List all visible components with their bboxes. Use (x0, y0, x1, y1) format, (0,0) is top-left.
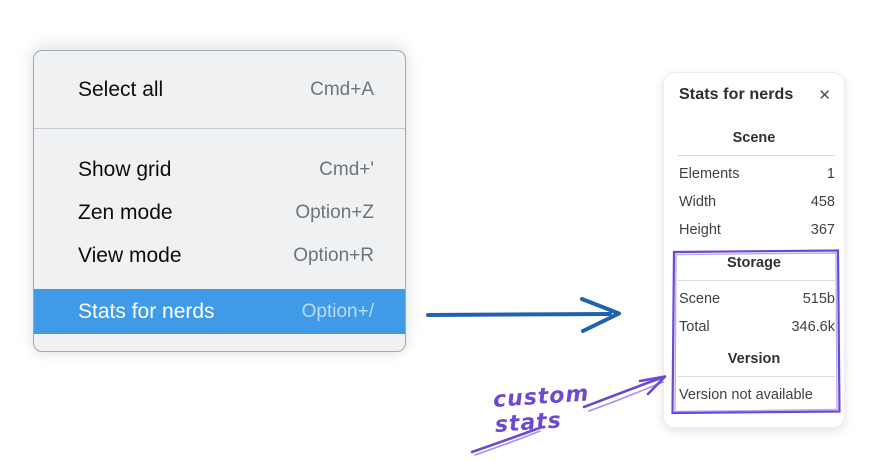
section-divider (678, 280, 835, 281)
menu-item-view-mode[interactable]: View mode Option+R (34, 234, 405, 277)
stat-label: Width (679, 194, 717, 210)
stats-panel: Stats for nerds ✕ Scene Elements 1 Width… (663, 72, 845, 428)
stat-value: 367 (810, 222, 835, 238)
section-heading-scene: Scene (732, 130, 776, 146)
stat-row-height: Height 367 (664, 216, 844, 244)
menu-item-shortcut: Option+/ (301, 300, 374, 322)
stat-value: 346.6k (791, 319, 835, 335)
menu-item-label: Stats for nerds (78, 299, 215, 323)
storage-rows: Scene 515b Total 346.6k (664, 285, 844, 341)
menu-item-shortcut: Option+Z (295, 201, 374, 223)
version-note: Version not available (679, 387, 813, 403)
context-menu: Select all Cmd+A Show grid Cmd+' Zen mod… (33, 50, 406, 352)
arrow-menu-to-panel-icon (426, 297, 621, 333)
stat-value: 515b (802, 291, 835, 307)
stat-value: 1 (826, 166, 835, 182)
stats-panel-title: Stats for nerds (679, 86, 794, 103)
menu-item-zen-mode[interactable]: Zen mode Option+Z (34, 191, 405, 234)
menu-item-shortcut: Cmd+A (310, 78, 374, 100)
menu-item-label: Zen mode (78, 200, 173, 224)
stats-panel-header: Stats for nerds ✕ (664, 73, 844, 104)
menu-item-label: Show grid (78, 157, 172, 181)
close-icon[interactable]: ✕ (818, 86, 831, 104)
menu-item-shortcut: Option+R (293, 244, 374, 266)
stat-label: Total (679, 319, 710, 335)
menu-divider (34, 128, 405, 129)
menu-item-shortcut: Cmd+' (319, 158, 374, 180)
section-heading-version: Version (727, 351, 781, 367)
section-divider (678, 155, 835, 156)
stat-label: Height (679, 222, 721, 238)
menu-item-label: Select all (78, 77, 164, 101)
section-heading-storage: Storage (727, 255, 781, 271)
stat-row-total-storage: Total 346.6k (664, 313, 844, 341)
stat-row-width: Width 458 (664, 188, 844, 216)
stat-label: Elements (679, 166, 740, 182)
stat-label: Scene (679, 291, 721, 307)
annotation-label: custom stats (492, 381, 591, 438)
menu-item-label: View mode (78, 243, 182, 267)
menu-section: Show grid Cmd+' Zen mode Option+Z View m… (34, 129, 405, 334)
stat-row-elements: Elements 1 (664, 160, 844, 188)
menu-item-select-all[interactable]: Select all Cmd+A (34, 51, 405, 128)
menu-item-stats-for-nerds[interactable]: Stats for nerds Option+/ (34, 289, 405, 334)
stat-row-scene-storage: Scene 515b (664, 285, 844, 313)
stat-value: 458 (810, 194, 835, 210)
menu-item-show-grid[interactable]: Show grid Cmd+' (34, 148, 405, 191)
scene-rows: Elements 1 Width 458 Height 367 (664, 160, 844, 244)
